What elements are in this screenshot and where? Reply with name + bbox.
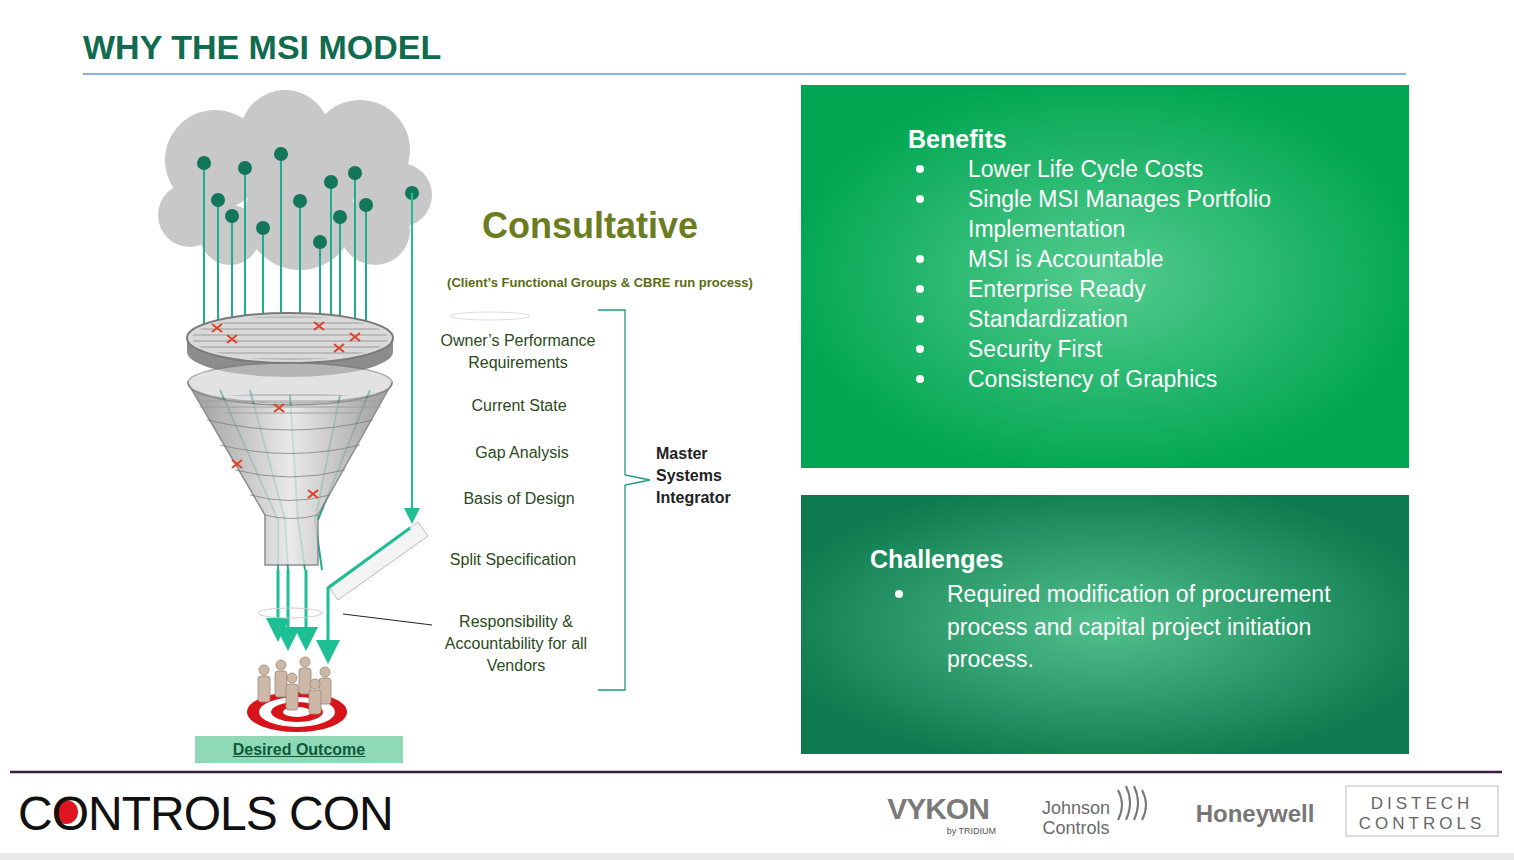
bracket [598, 310, 650, 690]
partner-tagline: by TRIDIUM [876, 826, 1000, 836]
bullet-text: Standardization [968, 304, 1393, 334]
bullet-text: MSI is Accountable [968, 244, 1393, 274]
panel-heading: Challenges [870, 545, 1409, 574]
step-label: Basis of Design [425, 490, 613, 508]
bypass-pipe [328, 193, 428, 655]
bullet-dot [916, 285, 924, 293]
partner-logo: DISTECH CONTROLS [1350, 794, 1494, 834]
jci-mark [1118, 786, 1146, 820]
info-panel: ChallengesRequired modification of procu… [801, 495, 1409, 754]
step-label: Owner’s Performance Requirements [425, 330, 611, 374]
cloud [158, 90, 432, 270]
footer-strip [0, 853, 1514, 860]
bullet-dot [895, 590, 903, 598]
panel-heading: Benefits [908, 125, 1409, 154]
title-rule [83, 73, 1406, 75]
bullet-dot [916, 255, 924, 263]
bullet-text: Enterprise Ready [968, 274, 1393, 304]
people [258, 657, 331, 714]
bullet-dot [916, 165, 924, 173]
bullet-dot [916, 375, 924, 383]
rejected-marks [212, 322, 360, 498]
bracket-label: Master Systems Integrator [656, 443, 746, 509]
funnel [188, 363, 392, 565]
subtitle: Consultative [440, 205, 740, 247]
slide-title: WHY THE MSI MODEL [83, 28, 441, 67]
bullet-row: Enterprise Ready [801, 274, 1409, 304]
bullet-text: Required modification of procurement pro… [947, 578, 1387, 676]
distech-frame [1346, 786, 1498, 836]
partner-logo: Honeywell [1184, 800, 1326, 828]
bullet-row: Consistency of Graphics [801, 364, 1409, 394]
ring [450, 312, 530, 320]
step-label: Current State [425, 397, 613, 415]
bullet-row: Standardization [801, 304, 1409, 334]
partner-logo: VYKON [876, 792, 1000, 826]
leader-line [343, 614, 432, 625]
partner-logo: Johnson Controls [1034, 798, 1118, 838]
input-dots [197, 147, 419, 249]
bullet-row: Required modification of procurement pro… [801, 578, 1409, 676]
bullet-text: Security First [968, 334, 1393, 364]
outcome-box: Desired Outcome [195, 736, 403, 763]
bullet-row: MSI is Accountable [801, 244, 1409, 274]
bullet-row: Security First [801, 334, 1409, 364]
bullet-text: Consistency of Graphics [968, 364, 1393, 394]
outcome-text: Desired Outcome [195, 736, 403, 763]
bullet-dot [916, 195, 924, 203]
bullet-dot [916, 345, 924, 353]
step-label: Gap Analysis [425, 444, 619, 462]
footer-rule [10, 771, 1502, 774]
bullet-dot [916, 315, 924, 323]
bullet-text: Single MSI Manages Portfolio Implementat… [968, 184, 1393, 244]
bullet-row: Single MSI Manages Portfolio Implementat… [801, 184, 1409, 244]
step-label: Split Specification [425, 551, 601, 569]
process-note: (Client’s Functional Groups & CBRE run p… [420, 275, 780, 290]
output-arrows [278, 570, 306, 642]
info-panel: BenefitsLower Life Cycle CostsSingle MSI… [801, 85, 1409, 468]
ring [258, 608, 322, 618]
brand-logo: CONTROLS CON [18, 786, 393, 841]
bullet-text: Lower Life Cycle Costs [968, 154, 1393, 184]
step-label: Responsibility & Accountability for all … [430, 611, 602, 677]
bullet-row: Lower Life Cycle Costs [801, 154, 1409, 184]
